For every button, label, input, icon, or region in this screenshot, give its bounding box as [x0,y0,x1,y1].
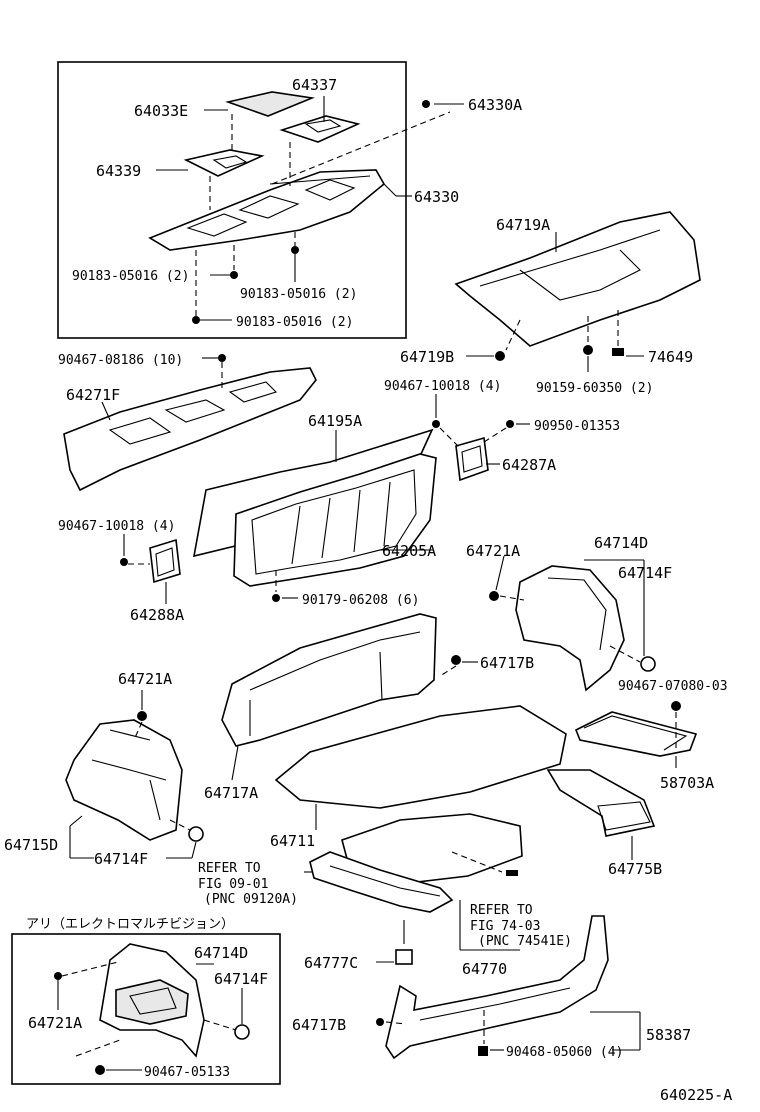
label-64714D-a: 64714D [594,534,648,552]
clip-64717B-b [376,1018,384,1026]
label-64714F-b: 64714F [94,850,148,868]
label-64033E: 64033E [134,102,188,120]
label-90467-07080: 90467-07080-03 [618,679,728,694]
monitor-unit [115,979,189,1025]
clip-90183-a [230,271,238,279]
clip-90179 [272,594,280,602]
label-64330A: 64330A [468,96,522,114]
label-64770: 64770 [462,960,507,978]
part-64719A [454,211,701,347]
cap-64714F-b [188,826,204,842]
label-74649: 74649 [648,348,693,366]
label-64337: 64337 [292,76,337,94]
part-64775B [546,769,656,837]
part-74649 [612,348,624,356]
cap-64714F-a [640,656,656,672]
label-64339: 64339 [96,162,141,180]
clip-64717B-a [451,655,461,665]
refer1-line2: FIG 09-01 [198,877,268,892]
label-64721A-c: 64721A [28,1014,82,1032]
label-90159: 90159-60350 (2) [536,381,653,396]
refer2-line3: (PNC 74541E) [478,934,572,949]
part-64715D [65,719,183,841]
cap-64714F-c [234,1024,250,1040]
part-64287A [455,436,489,482]
label-64330: 64330 [414,188,459,206]
label-64711: 64711 [270,832,315,850]
part-64033E [225,91,315,117]
label-64717A: 64717A [204,784,258,802]
tray-group-frame [57,61,407,339]
clip-64719B [495,351,505,361]
label-64195A: 64195A [308,412,362,430]
part-64337 [279,115,361,143]
part-64717A [221,613,437,747]
part-74541E-pad [506,870,518,876]
inset-title: アリ（エレクトロマルチビジョン） [26,917,234,932]
label-64721A-b: 64721A [118,670,172,688]
clip-90183-b [291,246,299,254]
label-64717B-b: 64717B [292,1016,346,1034]
label-90467-08186: 90467-08186 (10) [58,353,183,368]
part-58387 [385,915,609,1060]
refer1-line3: (PNC 09120A) [204,892,298,907]
label-64271F: 64271F [66,386,120,404]
label-90468: 90468-05060 (4) [506,1045,623,1060]
part-64271F [63,367,317,492]
part-64288A [149,538,181,584]
refer2-line2: FIG 74-03 [470,919,540,934]
part-64330-tray [148,169,386,251]
label-58387: 58387 [646,1026,691,1044]
label-90183-b: 90183-05016 (2) [240,287,357,302]
label-58703A: 58703A [660,774,714,792]
label-64777C: 64777C [304,954,358,972]
clip-64721A-c [54,972,62,980]
label-90183-a: 90183-05016 (2) [72,269,189,284]
label-64287A: 64287A [502,456,556,474]
nut-90950 [506,420,514,428]
label-64714F-c: 64714F [214,970,268,988]
label-64719B: 64719B [400,348,454,366]
part-64339 [183,149,265,177]
label-64719A: 64719A [496,216,550,234]
clip-90468 [478,1046,488,1056]
screw-90467-07080 [671,701,681,711]
label-64717B-a: 64717B [480,654,534,672]
part-64205A [233,453,437,587]
part-64711 [274,705,567,809]
label-90467-10018-a: 90467-10018 (4) [384,379,501,394]
screw-90467-10018-a [432,420,440,428]
inset-frame [11,933,281,1085]
label-90183-c: 90183-05016 (2) [236,315,353,330]
label-64205A: 64205A [382,542,436,560]
label-64714D-b: 64714D [194,944,248,962]
clip-64330A [422,100,430,108]
part-64777C [395,949,413,965]
label-64721A-a: 64721A [466,542,520,560]
label-64775B: 64775B [608,860,662,878]
screw-90467-10018-b [120,558,128,566]
screw-90467-08186 [218,354,226,362]
bolt-90159 [583,345,593,355]
part-58703A [574,711,698,757]
label-64288A: 64288A [130,606,184,624]
label-90179: 90179-06208 (6) [302,593,419,608]
screw-90467-05133 [95,1065,105,1075]
refer1-line1: REFER TO [198,861,261,876]
label-90467-05133: 90467-05133 [144,1065,230,1080]
refer2-line1: REFER TO [470,903,533,918]
figure-code: 640225-A [660,1086,732,1104]
clip-90183-c [192,316,200,324]
clip-64721A-b [137,711,147,721]
label-64714F-a: 64714F [618,564,672,582]
label-90950: 90950-01353 [534,419,620,434]
clip-64721A-a [489,591,499,601]
label-90467-10018-b: 90467-10018 (4) [58,519,175,534]
label-64715D: 64715D [4,836,58,854]
